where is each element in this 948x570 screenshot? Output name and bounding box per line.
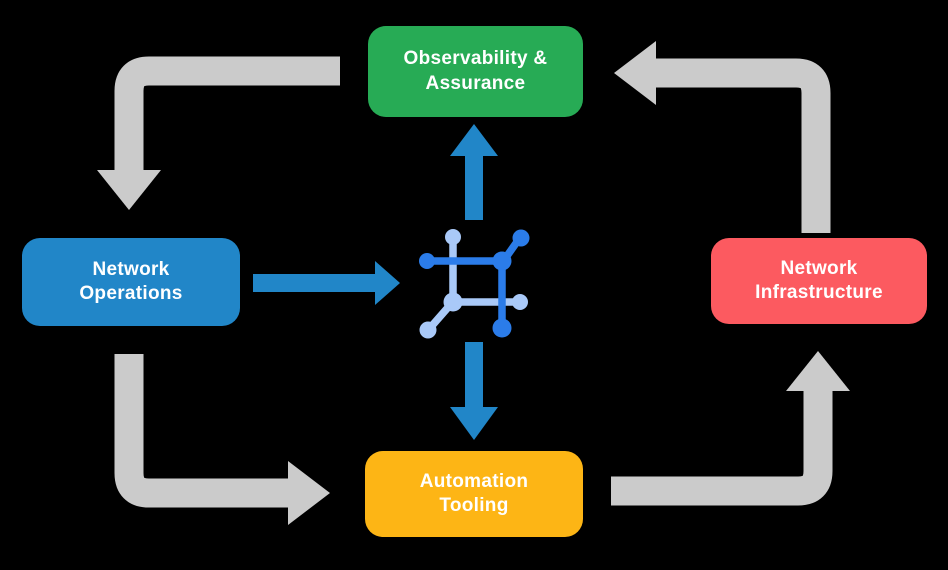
node-observability-assurance-label: Observability & Assurance <box>403 48 548 94</box>
arrow-observability-to-operations <box>97 56 340 210</box>
node-network-infrastructure: Network Infrastructure <box>711 238 927 324</box>
arrow-center-to-observability <box>450 124 498 220</box>
node-automation-tooling: Automation Tooling <box>365 451 583 537</box>
node-observability-assurance: Observability & Assurance <box>368 26 583 117</box>
arrow-operations-to-automation <box>114 354 330 525</box>
node-network-infrastructure-label: Network Infrastructure <box>755 257 883 303</box>
node-automation-tooling-label: Automation Tooling <box>419 470 529 516</box>
arrow-infrastructure-to-observability <box>614 41 831 233</box>
node-network-operations: Network Operations <box>22 238 240 326</box>
node-network-operations-label: Network Operations <box>79 258 183 304</box>
arrow-automation-to-infrastructure <box>611 351 850 506</box>
arrow-center-to-automation <box>450 342 498 440</box>
network-automation-hub-icon <box>419 229 530 339</box>
arrow-operations-to-center <box>253 261 400 305</box>
